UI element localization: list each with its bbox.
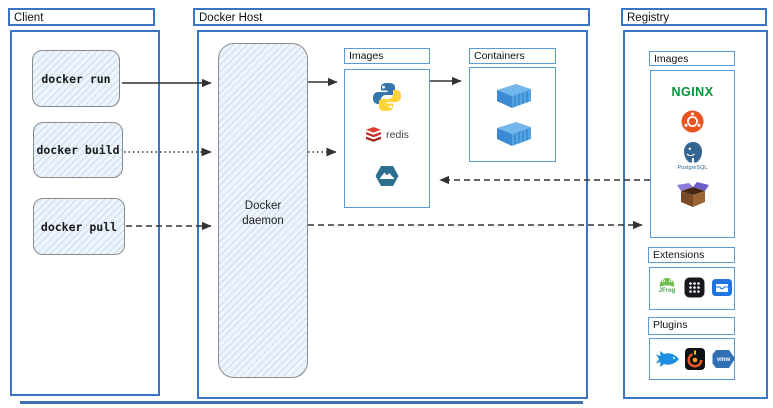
docker-pull-label: docker pull	[40, 219, 118, 234]
containers-box	[469, 67, 556, 162]
jfrog-label: JFrog	[658, 288, 676, 294]
redis-label: redis	[386, 128, 409, 141]
python-icon	[372, 82, 402, 112]
postgresql-icon	[650, 141, 735, 164]
docker-pull-box: docker pull	[33, 198, 125, 255]
postgresql-label: PostgreSQL	[677, 165, 708, 171]
docker-host-title: Docker Host	[193, 8, 590, 26]
plugins-title: Plugins	[648, 317, 735, 335]
host-images-title: Images	[344, 48, 430, 64]
grafana-icon	[685, 348, 705, 370]
redis-icon	[365, 127, 382, 142]
registry-title: Registry	[621, 8, 767, 26]
client-title: Client	[8, 8, 155, 26]
package-box-icon	[650, 180, 735, 208]
app-grid-icon	[684, 277, 705, 298]
alpine-mountain-icon	[375, 165, 399, 187]
container-icon	[496, 120, 532, 148]
bottom-edge-line	[20, 401, 583, 404]
redis-item: redis	[344, 127, 430, 142]
container-icon	[496, 82, 532, 110]
vmware-label: vmw	[717, 357, 731, 363]
nginx-icon: NGINX	[671, 85, 714, 99]
containers-title: Containers	[469, 48, 556, 64]
fish-icon	[654, 350, 680, 368]
drawer-icon	[712, 279, 732, 296]
docker-build-box: docker build	[33, 122, 123, 178]
extensions-title: Extensions	[648, 247, 735, 263]
docker-build-label: docker build	[36, 143, 120, 157]
postgresql-item: PostgreSQL	[650, 141, 735, 171]
jfrog-icon: JFrog	[658, 277, 676, 294]
docker-daemon-label: Docker daemon	[242, 200, 284, 227]
docker-daemon-box: Docker daemon	[218, 43, 308, 378]
vmware-icon: vmw	[708, 348, 736, 370]
ubuntu-icon	[650, 110, 735, 133]
docker-run-label: docker run	[41, 71, 111, 86]
docker-run-box: docker run	[32, 50, 120, 107]
registry-images-title: Images	[649, 51, 735, 66]
